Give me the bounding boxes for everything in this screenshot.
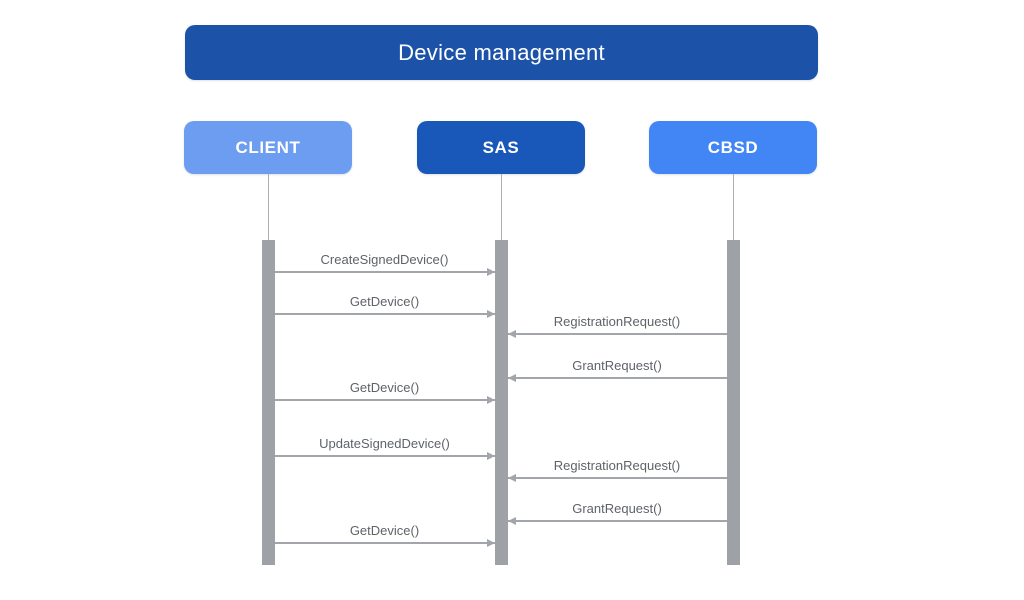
activation-bar-sas [494, 240, 508, 565]
message-label: GetDevice() [349, 380, 420, 395]
actor-box-client: CLIENT [184, 121, 352, 174]
message-arrow-line [274, 399, 495, 401]
message-label: RegistrationRequest() [553, 314, 681, 329]
message-arrow-line [274, 271, 495, 273]
message-arrow-line [507, 477, 727, 479]
arrowhead-right-icon [486, 451, 495, 460]
actor-label: SAS [482, 137, 520, 157]
message-label: GetDevice() [349, 294, 420, 309]
diagram-title: Device management [185, 25, 818, 80]
activation-bar-client [261, 240, 275, 565]
arrowhead-right-icon [486, 538, 495, 547]
activation-bar-cbsd [726, 240, 740, 565]
actor-box-sas: SAS [417, 121, 585, 174]
message-label: RegistrationRequest() [553, 458, 681, 473]
lifeline-sas [501, 174, 502, 240]
message-arrow-line [507, 520, 727, 522]
message-label: GrantRequest() [572, 501, 662, 516]
arrowhead-right-icon [486, 309, 495, 318]
message-arrow-line [507, 377, 727, 379]
message-label: CreateSignedDevice() [320, 252, 449, 267]
lifeline-cbsd [733, 174, 734, 240]
message-arrow-line [274, 313, 495, 315]
actor-label: CBSD [707, 137, 759, 157]
arrowhead-left-icon [507, 516, 516, 525]
message-arrow-line [274, 542, 495, 544]
actor-box-cbsd: CBSD [649, 121, 817, 174]
lifeline-client [268, 174, 269, 240]
message-label: GrantRequest() [572, 358, 662, 373]
message-label: UpdateSignedDevice() [319, 436, 450, 451]
arrowhead-right-icon [486, 267, 495, 276]
arrowhead-left-icon [507, 473, 516, 482]
message-label: GetDevice() [349, 523, 420, 538]
message-arrow-line [507, 333, 727, 335]
message-arrow-line [274, 455, 495, 457]
actor-label: CLIENT [235, 137, 301, 157]
arrowhead-right-icon [486, 395, 495, 404]
arrowhead-left-icon [507, 329, 516, 338]
arrowhead-left-icon [507, 373, 516, 382]
